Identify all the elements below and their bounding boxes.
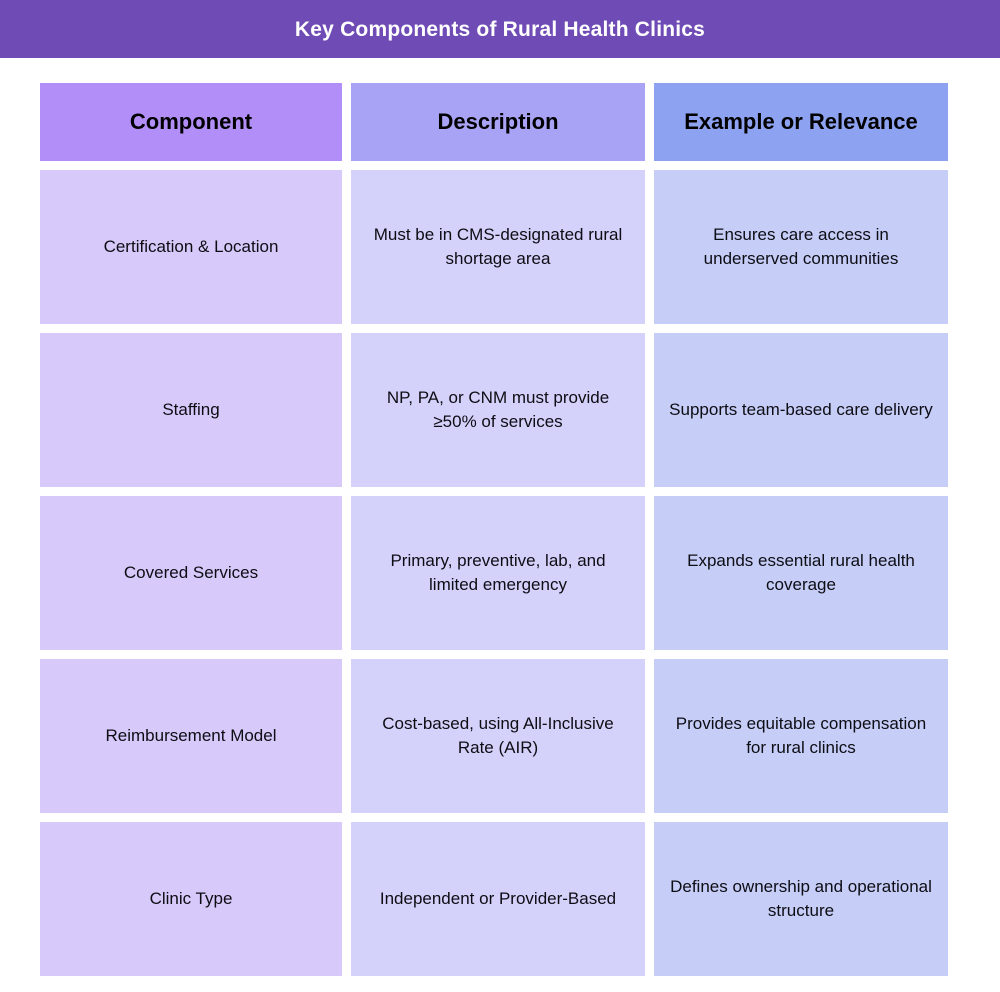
column-header-label: Component (129, 109, 253, 135)
cell-text: Ensures care access in underserved commu… (703, 224, 899, 268)
cell-example: Ensures care access in underserved commu… (654, 170, 948, 324)
cell-text: Independent or Provider-Based (379, 888, 617, 908)
table-row: Covered Services Primary, preventive, la… (40, 496, 948, 650)
cell-example: Expands essential rural health coverage (654, 496, 948, 650)
cell-text: Staffing (162, 399, 220, 419)
cell-component: Reimbursement Model (40, 659, 342, 813)
cell-component: Staffing (40, 333, 342, 487)
cell-text: Primary, preventive, lab, and limited em… (390, 550, 606, 594)
table-body: Certification & Location Must be in CMS-… (40, 170, 948, 976)
cell-example: Defines ownership and operational struct… (654, 822, 948, 976)
cell-text: Certification & Location (103, 236, 279, 256)
cell-description: Must be in CMS-designated rural shortage… (351, 170, 645, 324)
column-header-component: Component (40, 83, 342, 161)
table-container: Component Description Example or Relevan… (40, 83, 960, 976)
cell-example: Supports team-based care delivery (654, 333, 948, 487)
page-title: Key Components of Rural Health Clinics (294, 17, 706, 41)
cell-text: Covered Services (123, 562, 259, 582)
cell-text: Expands essential rural health coverage (687, 550, 915, 594)
cell-description: Primary, preventive, lab, and limited em… (351, 496, 645, 650)
column-header-example-or-relevance: Example or Relevance (654, 83, 948, 161)
cell-component: Clinic Type (40, 822, 342, 976)
cell-text: Defines ownership and operational struct… (670, 876, 932, 920)
cell-text: NP, PA, or CNM must provide ≥50% of serv… (386, 387, 610, 431)
cell-example: Provides equitable compensation for rura… (654, 659, 948, 813)
cell-text: Supports team-based care delivery (669, 399, 933, 419)
cell-component: Certification & Location (40, 170, 342, 324)
components-table: Component Description Example or Relevan… (31, 74, 957, 985)
table-header-row: Component Description Example or Relevan… (40, 83, 948, 161)
cell-description: Cost-based, using All-Inclusive Rate (AI… (351, 659, 645, 813)
cell-component: Covered Services (40, 496, 342, 650)
table-row: Certification & Location Must be in CMS-… (40, 170, 948, 324)
cell-text: Clinic Type (149, 888, 233, 908)
cell-text: Provides equitable compensation for rura… (675, 713, 927, 757)
cell-description: Independent or Provider-Based (351, 822, 645, 976)
cell-description: NP, PA, or CNM must provide ≥50% of serv… (351, 333, 645, 487)
table-head: Component Description Example or Relevan… (40, 83, 948, 161)
column-header-description: Description (351, 83, 645, 161)
column-header-label: Example or Relevance (684, 109, 918, 135)
table-row: Staffing NP, PA, or CNM must provide ≥50… (40, 333, 948, 487)
cell-text: Cost-based, using All-Inclusive Rate (AI… (382, 713, 614, 757)
column-header-label: Description (437, 109, 559, 135)
table-row: Clinic Type Independent or Provider-Base… (40, 822, 948, 976)
cell-text: Must be in CMS-designated rural shortage… (373, 224, 623, 268)
title-banner: Key Components of Rural Health Clinics (0, 0, 1000, 58)
table-row: Reimbursement Model Cost-based, using Al… (40, 659, 948, 813)
cell-text: Reimbursement Model (105, 725, 277, 745)
